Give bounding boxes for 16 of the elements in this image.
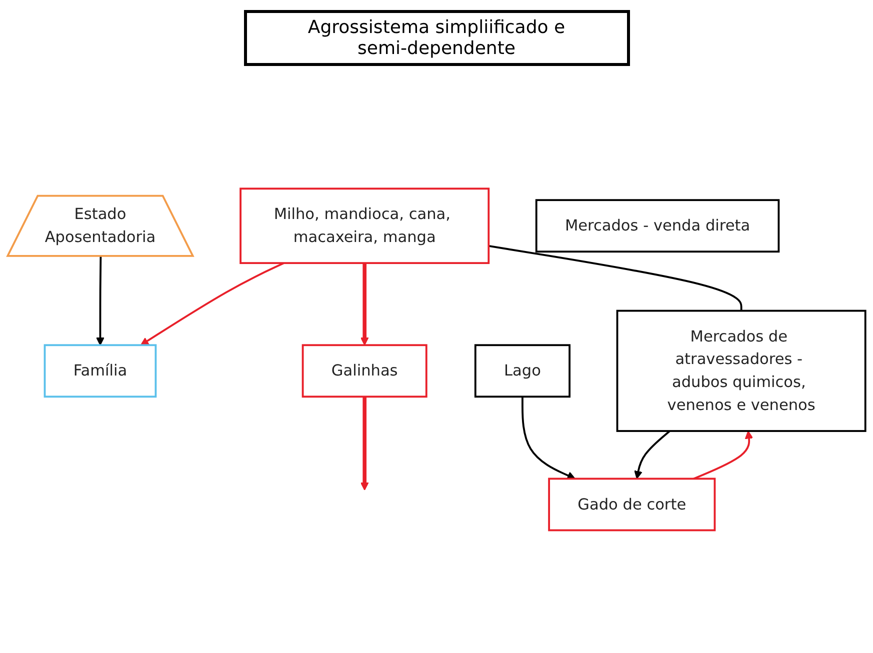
node-box: Gado de corte (548, 478, 716, 532)
arrow (96, 256, 104, 346)
node-box: Milho, mandioca, cana, macaxeira, manga (240, 188, 490, 264)
node-box: Mercados - venda direta (535, 199, 780, 253)
arrow (360, 263, 369, 346)
arrow (522, 396, 576, 480)
arrow (140, 262, 284, 346)
arrow (634, 430, 670, 480)
node-box: Família (44, 344, 157, 398)
arrow (693, 430, 754, 480)
node-box: Lago (474, 344, 570, 398)
connector (488, 245, 742, 311)
node-box: Galinhas (302, 344, 428, 398)
node-box: Mercados de atravessadores - adubos quimicos, venenos e venenos (616, 310, 866, 432)
arrow (360, 396, 369, 491)
title-box: Agrossistema simpliificado e semi-dependente (244, 10, 630, 66)
